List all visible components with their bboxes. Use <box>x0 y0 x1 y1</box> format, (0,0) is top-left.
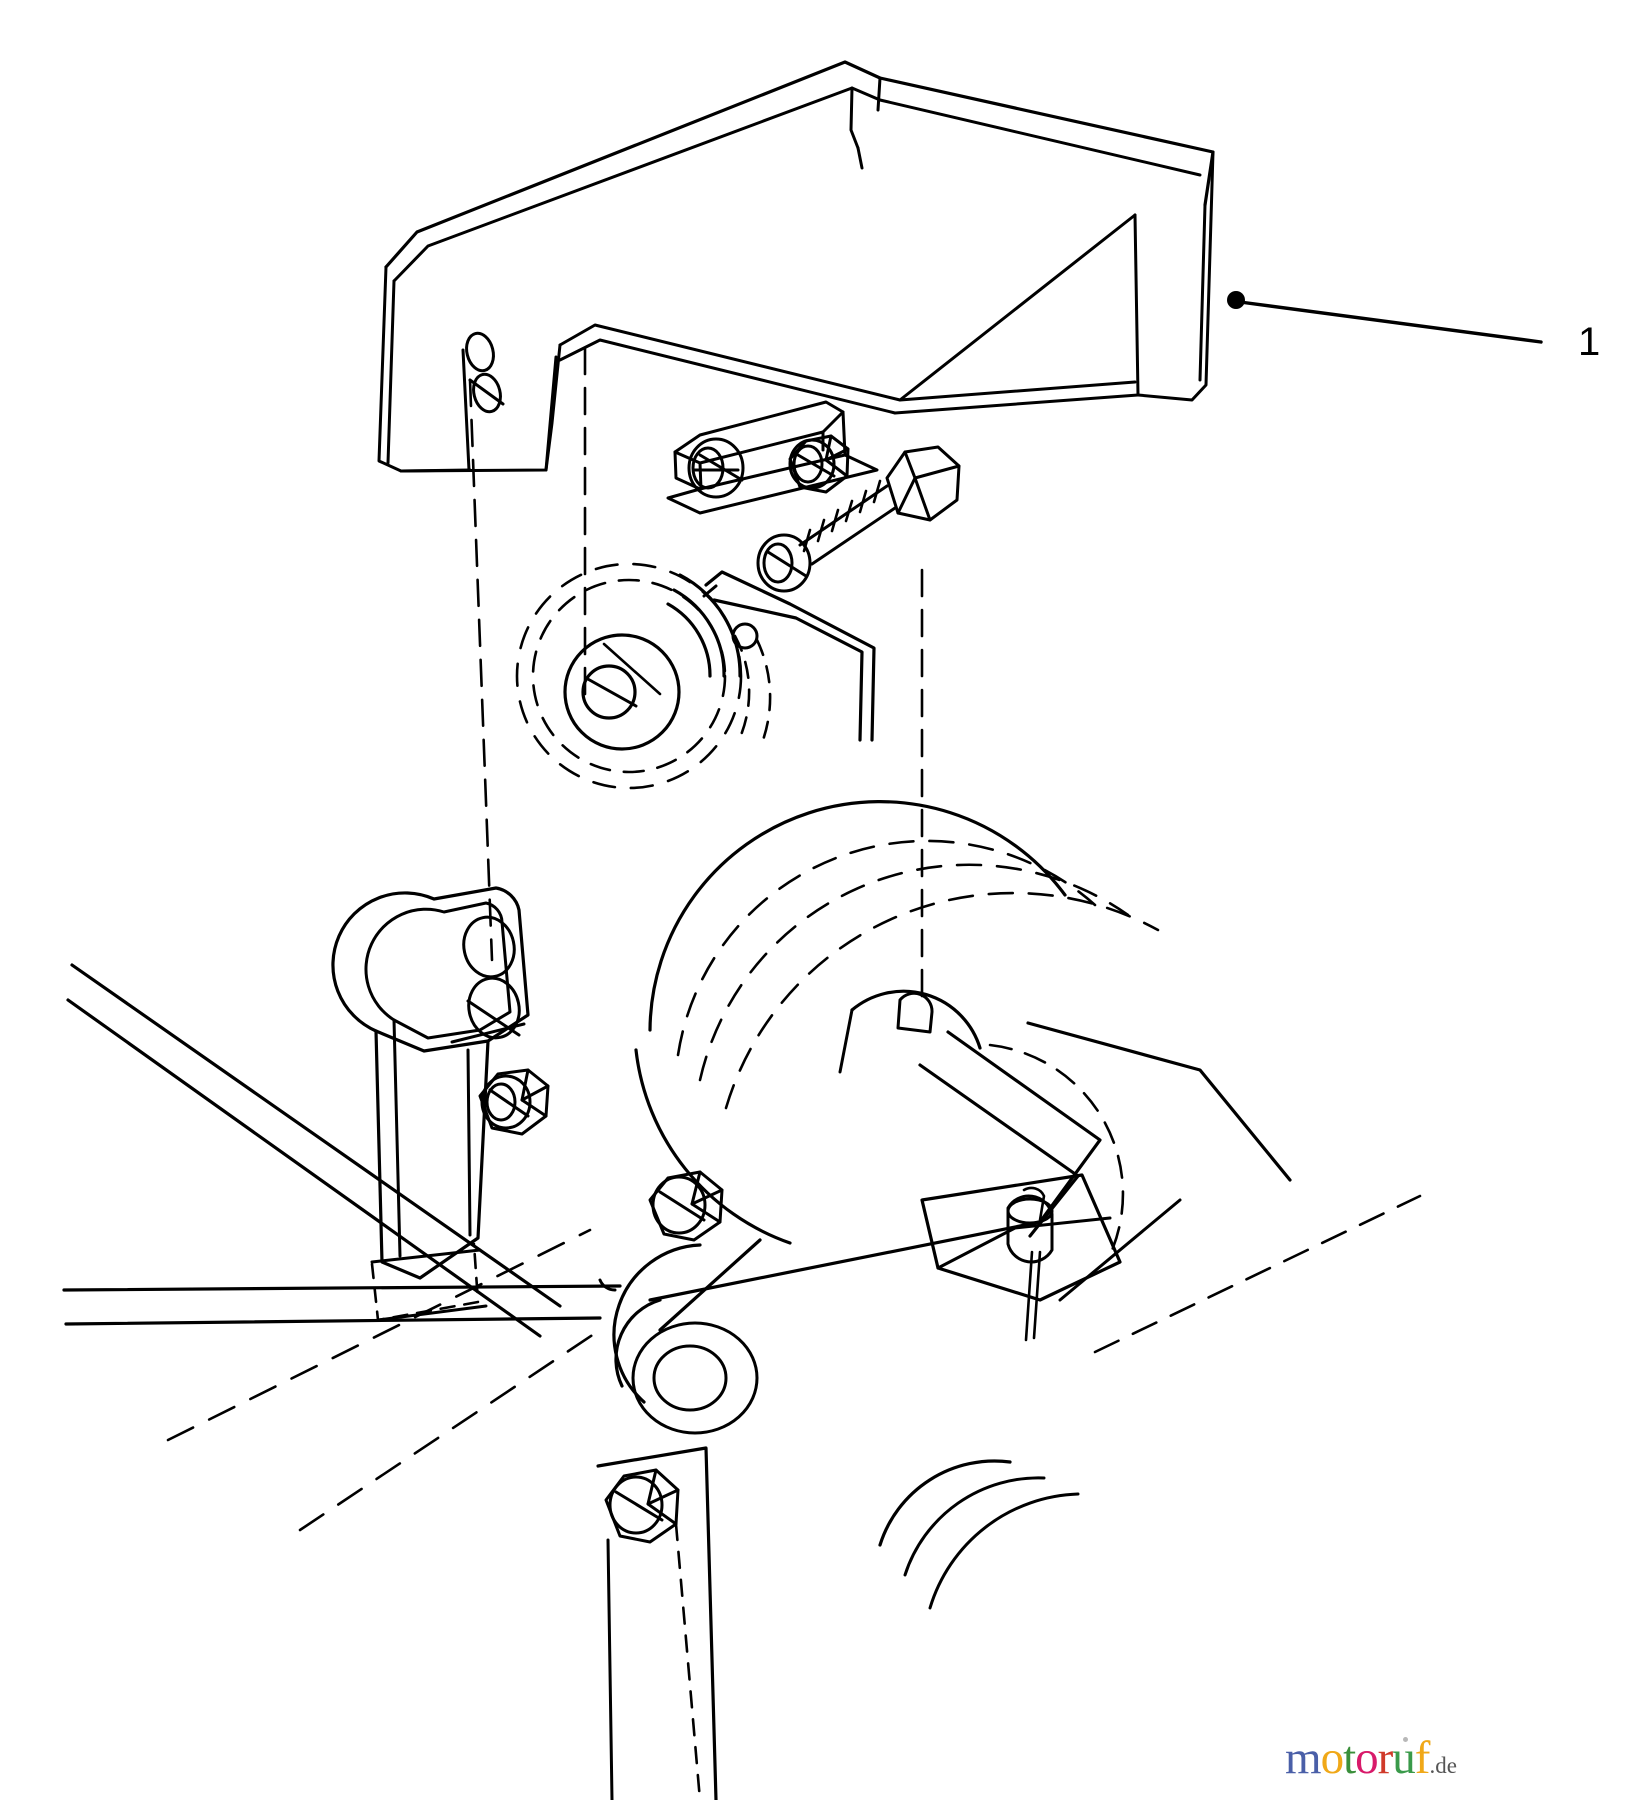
hitch-pin-clevis <box>920 1173 1122 1342</box>
watermark-letter-o1: o <box>1320 1732 1344 1784</box>
bell-crank-bracket <box>331 886 530 1322</box>
watermark-letter-t: t <box>1343 1732 1356 1784</box>
watermark-dot-accent <box>1402 1737 1408 1742</box>
roller-drum <box>634 800 1292 1257</box>
hex-nut-upper <box>788 434 850 494</box>
hex-nut-lower-left <box>478 1068 550 1136</box>
hex-nut-bottom <box>596 1446 718 1800</box>
hex-bolt <box>756 445 961 593</box>
mounting-bracket <box>666 400 879 515</box>
watermark-letter-o2: o <box>1355 1732 1378 1784</box>
watermark-tld: .de <box>1429 1753 1457 1778</box>
idler-pulley <box>515 562 772 790</box>
frame-rails <box>62 963 622 1532</box>
hidden-construction-lines <box>468 346 924 1012</box>
callout-label-1: 1 <box>1578 320 1601 364</box>
callout-1-leader <box>1227 291 1543 344</box>
watermark-letter-m: m <box>1285 1732 1322 1784</box>
watermark-letter-u: u <box>1392 1732 1415 1784</box>
belt-cover-shroud <box>377 60 1215 473</box>
site-watermark: motoruf.de <box>1285 1735 1457 1782</box>
belt-guide-rod <box>702 570 876 742</box>
watermark-letter-f: f <box>1414 1732 1431 1784</box>
watermark-letter-r: r <box>1377 1732 1394 1784</box>
drum-lower-arcs <box>878 1194 1422 1610</box>
hex-nut-arm <box>648 1170 724 1242</box>
flat-washer <box>687 437 745 499</box>
